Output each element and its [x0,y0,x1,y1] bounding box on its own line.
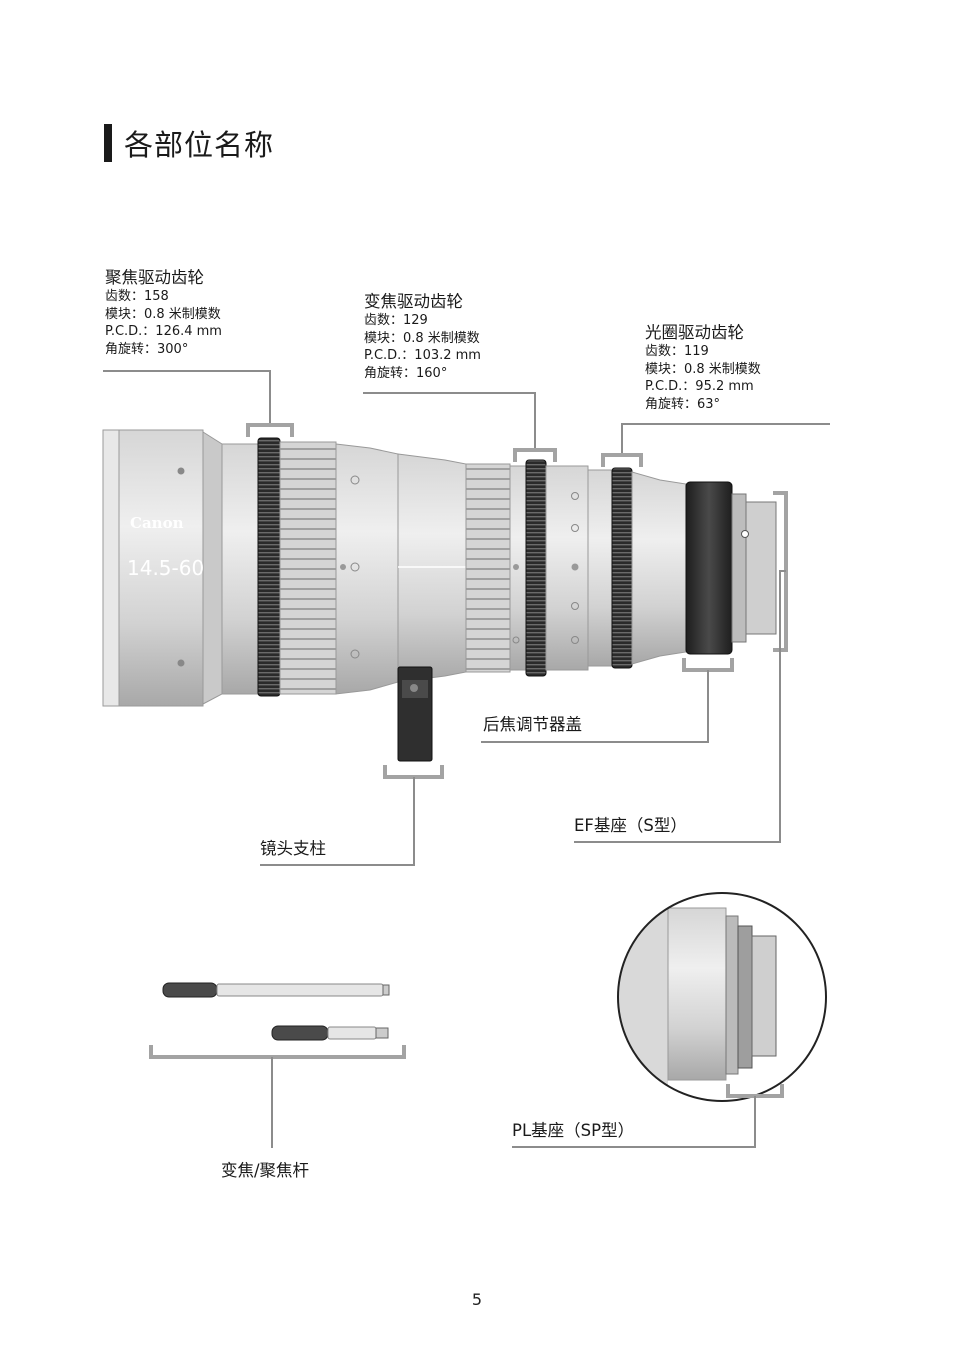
iris-gear-rotation: 角旋转：63° [645,396,721,412]
zoom-gear-leader [363,392,536,449]
lens-brand-logo: Canon [130,514,184,532]
focus-gear-module: 模块：0.8 米制模数 [105,306,221,322]
iris-gear-teeth: 齿数：119 [645,344,709,359]
pl-mount-label: PL基座（SP型） [512,1121,635,1140]
zoom-focus-levers [162,982,390,1041]
zoom-gear-pcd: P.C.D.：103.2 mm [364,348,481,363]
iris-gear-callout: 光圈驱动齿轮 齿数：119 模块：0.8 米制模数 P.C.D.：95.2 mm… [645,323,761,413]
lens-model-mark: 14.5-60 [127,556,205,580]
lever-bracket [149,1045,406,1059]
back-focus-cover-label: 后焦调节器盖 [483,715,582,734]
iris-gear-pcd: P.C.D.：95.2 mm [645,379,754,394]
iris-gear-leader [621,423,830,454]
pl-mount-leader [512,1096,756,1148]
iris-gear-module: 模块：0.8 米制模数 [645,361,761,377]
focus-gear-pcd: P.C.D.：126.4 mm [105,324,222,339]
lens-support [397,666,433,762]
focus-gear-bracket [246,423,294,437]
lens-body [102,429,777,707]
zoom-gear-bracket [513,448,557,462]
lens-support-leader [260,777,415,866]
lens-support-bracket [383,765,444,779]
pl-mount-inset [617,892,827,1102]
back-focus-cover-bracket [682,658,734,672]
ef-mount-leader [574,570,786,843]
iris-gear-bracket [601,453,643,467]
page-title: 各部位名称 [124,128,275,162]
zoom-gear-rotation: 角旋转：160° [364,365,448,381]
focus-gear-rotation: 角旋转：300° [105,341,189,357]
zoom-gear-module: 模块：0.8 米制模数 [364,330,480,346]
focus-gear-callout: 聚焦驱动齿轮 齿数：158 模块：0.8 米制模数 P.C.D.：126.4 m… [105,268,222,358]
page-number: 5 [471,1290,483,1309]
lens-support-label: 镜头支柱 [260,839,326,858]
zoom-gear-callout: 变焦驱动齿轮 齿数：129 模块：0.8 米制模数 P.C.D.：103.2 m… [364,292,481,382]
back-focus-cover-leader [481,670,709,743]
focus-gear-teeth: 齿数：158 [105,289,169,304]
ef-mount-label: EF基座（S型） [574,816,687,835]
focus-gear-title: 聚焦驱动齿轮 [105,268,204,287]
iris-gear-title: 光圈驱动齿轮 [645,323,744,342]
zoom-gear-title: 变焦驱动齿轮 [364,292,463,311]
zoom-focus-lever-label: 变焦/聚焦杆 [221,1161,310,1180]
zoom-gear-teeth: 齿数：129 [364,313,428,328]
title-bar-mark [104,124,112,162]
focus-gear-leader [103,370,271,424]
